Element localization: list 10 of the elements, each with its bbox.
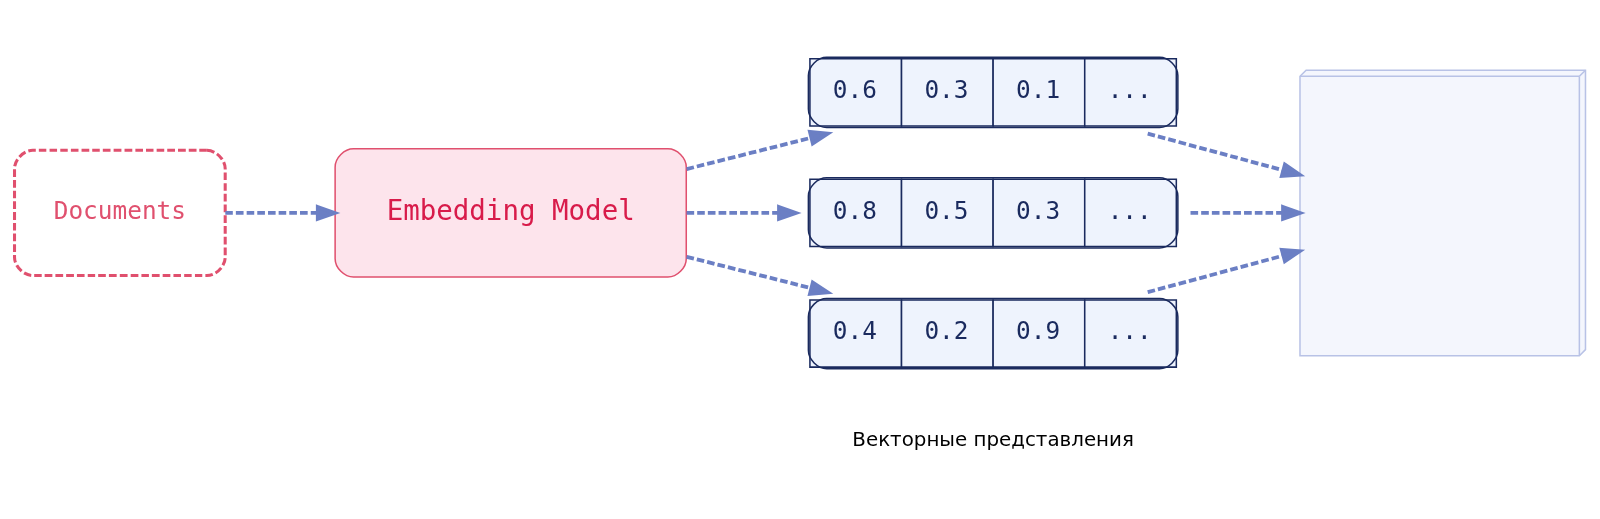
node-box: Documents: [13, 148, 227, 278]
node-box: Embedding Model: [334, 148, 688, 278]
arrow: [686, 204, 802, 222]
arrow: [1147, 131, 1306, 179]
arrow: [1147, 247, 1306, 295]
arrow: [225, 204, 341, 222]
label: Векторные представления: [852, 427, 1134, 451]
arrow: [1190, 204, 1306, 222]
arrow: [686, 254, 834, 297]
arrow: [686, 129, 834, 171]
